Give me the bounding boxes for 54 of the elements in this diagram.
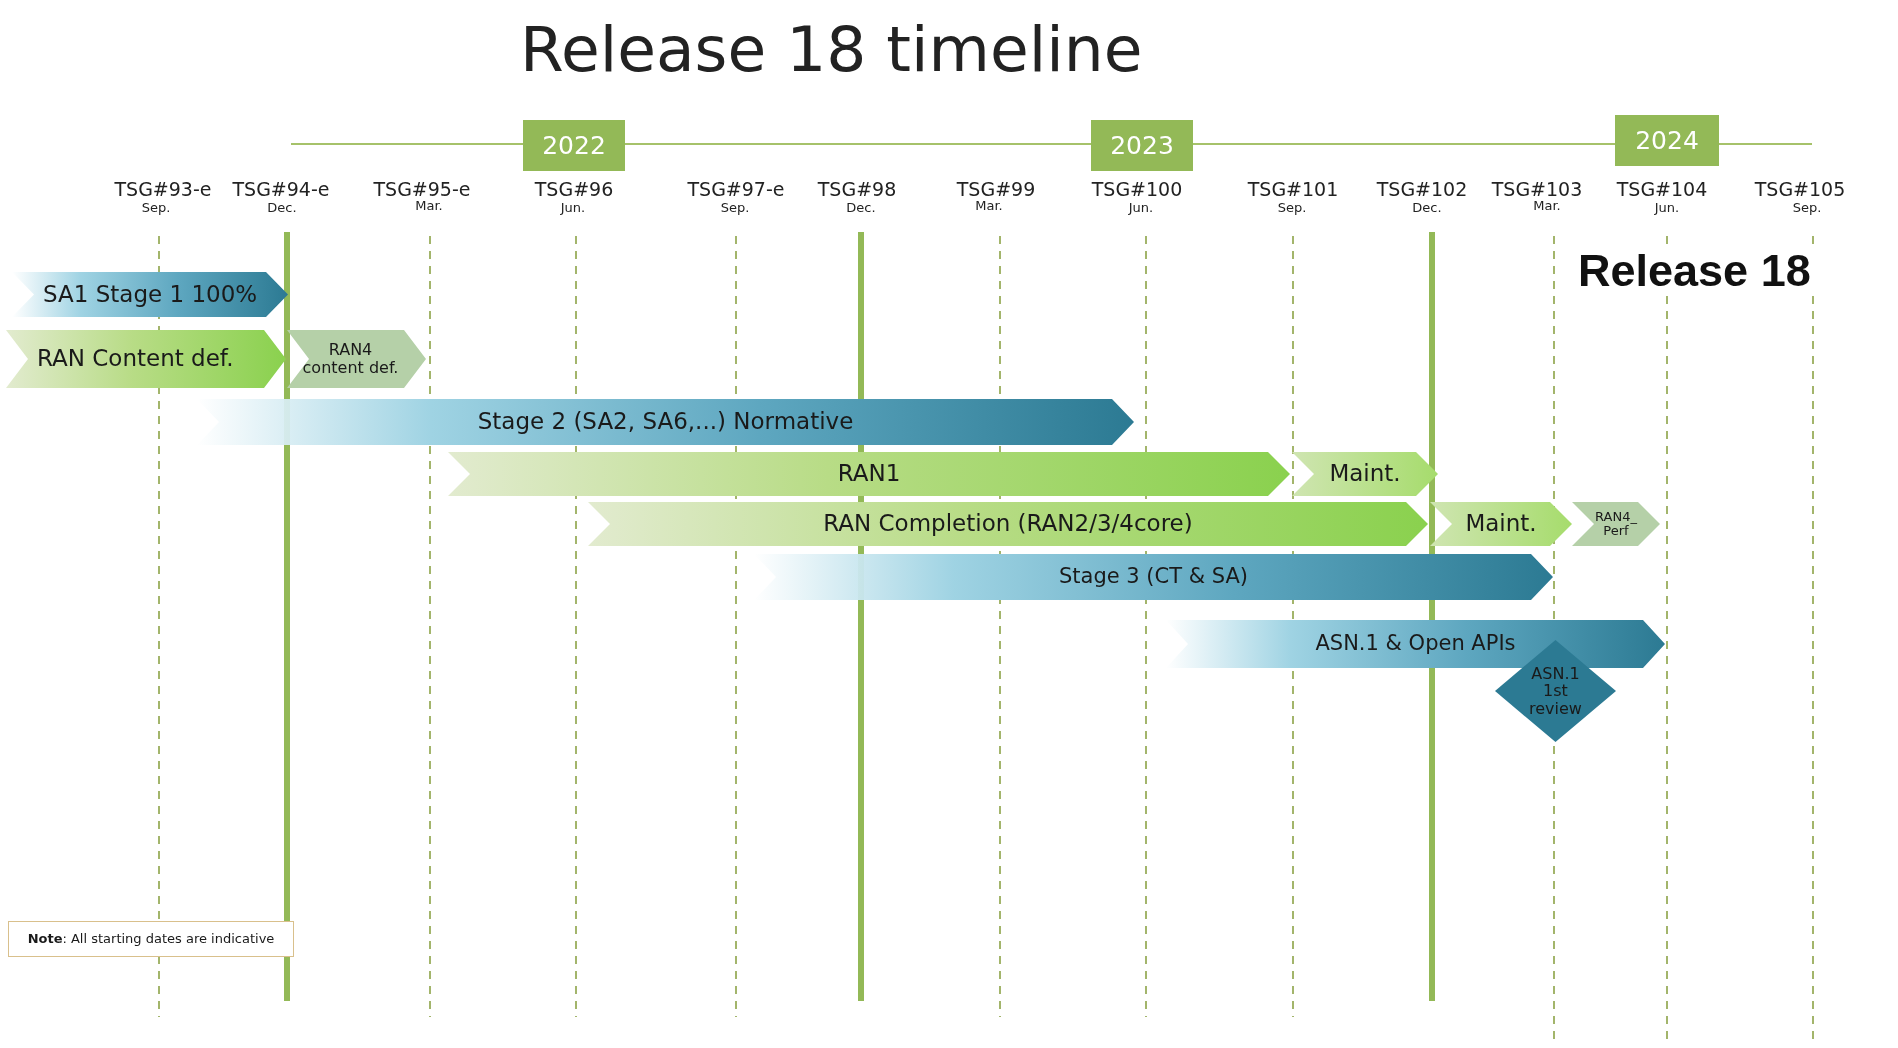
meeting-label: TSG#102 xyxy=(1376,179,1468,200)
month-label: Mar. xyxy=(975,199,1003,214)
year-label: 2024 xyxy=(1635,126,1699,155)
month-label: Sep. xyxy=(141,201,171,216)
month-label: Dec. xyxy=(846,201,876,216)
meeting-label: TSG#95-e xyxy=(373,179,471,200)
month-label: Mar. xyxy=(415,199,443,214)
meeting-label: TSG#100 xyxy=(1091,179,1183,200)
bar-label: Stage 2 (SA2, SA6,...) Normative xyxy=(477,409,854,435)
chevron-bar xyxy=(287,330,426,388)
meeting-label: TSG#98 xyxy=(817,179,897,200)
chevron-bar xyxy=(6,330,286,388)
month-label: Sep. xyxy=(1792,201,1822,216)
meeting-label: TSG#97-e xyxy=(687,179,785,200)
milestone-label: ASN.1 1st review xyxy=(1528,664,1583,718)
meeting-label: TSG#94-e xyxy=(232,179,330,200)
meeting-label: TSG#96 xyxy=(534,179,614,200)
month-label: Sep. xyxy=(1277,201,1307,216)
year-badge xyxy=(1091,120,1193,171)
bar-label: Stage 3 (CT & SA) xyxy=(1058,565,1249,589)
chevron-bar xyxy=(1292,452,1438,496)
bar-label: SA1 Stage 1 100% xyxy=(43,281,258,308)
year-badge xyxy=(1615,115,1719,166)
bar-label: RAN4 content def. xyxy=(302,341,399,377)
month-label: Dec. xyxy=(267,201,297,216)
chevron-bar xyxy=(1430,502,1572,546)
meeting-label: TSG#103 xyxy=(1491,179,1583,200)
month-label: Dec. xyxy=(1412,201,1442,216)
month-label: Jun. xyxy=(1128,201,1154,216)
year-badge xyxy=(523,120,625,171)
bar-label: RAN4_ Perf xyxy=(1594,509,1638,539)
note-text: Note: All starting dates are indicative xyxy=(27,931,275,947)
chevron-bar xyxy=(588,502,1428,546)
meeting-label: TSG#104 xyxy=(1616,179,1708,200)
bar-label: RAN1 xyxy=(837,461,901,487)
chevron-bar xyxy=(12,272,288,317)
bar-label: RAN Completion (RAN2/3/4core) xyxy=(823,511,1193,537)
bar-label: RAN Content def. xyxy=(37,346,234,372)
month-label: Jun. xyxy=(1654,201,1680,216)
bar-label: Maint. xyxy=(1465,511,1537,537)
year-label: 2022 xyxy=(542,131,606,160)
meeting-label: TSG#105 xyxy=(1754,179,1846,200)
meeting-label: TSG#93-e xyxy=(114,179,212,200)
meeting-label: TSG#101 xyxy=(1247,179,1339,200)
bar-label: ASN.1 & Open APIs xyxy=(1315,632,1516,656)
year-label: 2023 xyxy=(1110,131,1174,160)
note-box xyxy=(8,921,294,957)
bar-label: Maint. xyxy=(1329,461,1401,487)
meeting-label: TSG#99 xyxy=(956,179,1036,200)
month-label: Sep. xyxy=(720,201,750,216)
chevron-bar xyxy=(448,452,1290,496)
month-label: Mar. xyxy=(1533,199,1561,214)
month-label: Jun. xyxy=(560,201,586,216)
title: Release 18 timeline xyxy=(520,15,1143,85)
